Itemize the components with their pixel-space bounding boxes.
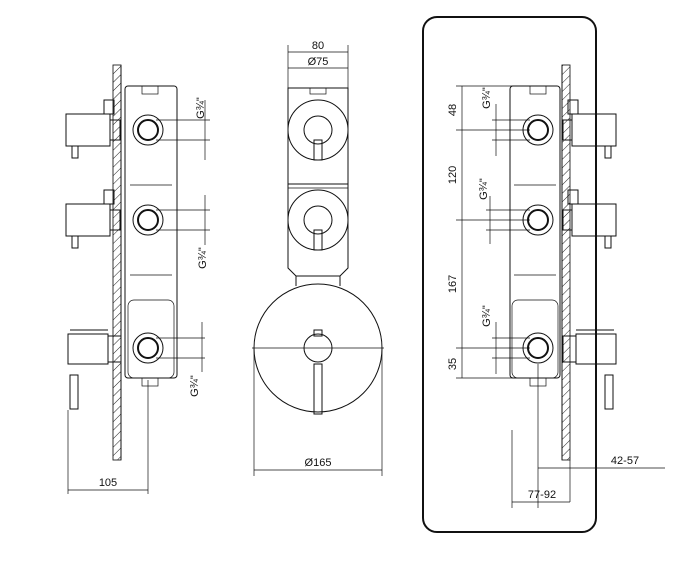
handle-bottom-right <box>562 329 617 410</box>
port-middle <box>132 204 164 236</box>
cap-top <box>287 99 349 161</box>
thread-label-middle: G¾" <box>197 247 209 269</box>
thread-label-top: G¾" <box>195 97 207 119</box>
spacing-label-48: 48 <box>447 104 459 116</box>
cover-plate <box>252 283 384 415</box>
handle-middle <box>65 189 121 249</box>
spacing-label-120: 120 <box>447 166 459 184</box>
spacing-label-167: 167 <box>447 275 459 293</box>
front-view: 80 Ø75 <box>252 40 384 476</box>
port-top <box>132 114 164 146</box>
handle-middle-right <box>562 189 617 249</box>
handle-top <box>65 99 121 159</box>
spacing-label-35: 35 <box>447 358 459 370</box>
depth-label: 105 <box>99 477 117 489</box>
thread-label-top-right: G¾" <box>481 87 493 109</box>
thread-label-middle-right: G¾" <box>478 178 490 200</box>
cap-middle <box>287 189 349 251</box>
width-label: 80 <box>312 40 324 52</box>
port-bottom <box>132 332 164 364</box>
plate-diameter-label: Ø165 <box>305 457 332 469</box>
thread-label-bottom-right: G¾" <box>481 305 493 327</box>
thread-label-bottom: G¾" <box>189 375 201 397</box>
handle-top-right <box>562 99 617 159</box>
left-side-view: G¾" G¾" G¾" 105 <box>65 64 210 494</box>
projection-label-42-57: 42-57 <box>611 455 639 467</box>
projection-label-77-92: 77-92 <box>528 489 556 501</box>
highlight-frame <box>422 16 597 533</box>
right-side-view: G¾" G¾" G¾" 48 120 167 35 42-57 77-92 <box>422 16 665 533</box>
cap-diameter-label: Ø75 <box>308 56 329 68</box>
handle-bottom <box>67 329 122 410</box>
